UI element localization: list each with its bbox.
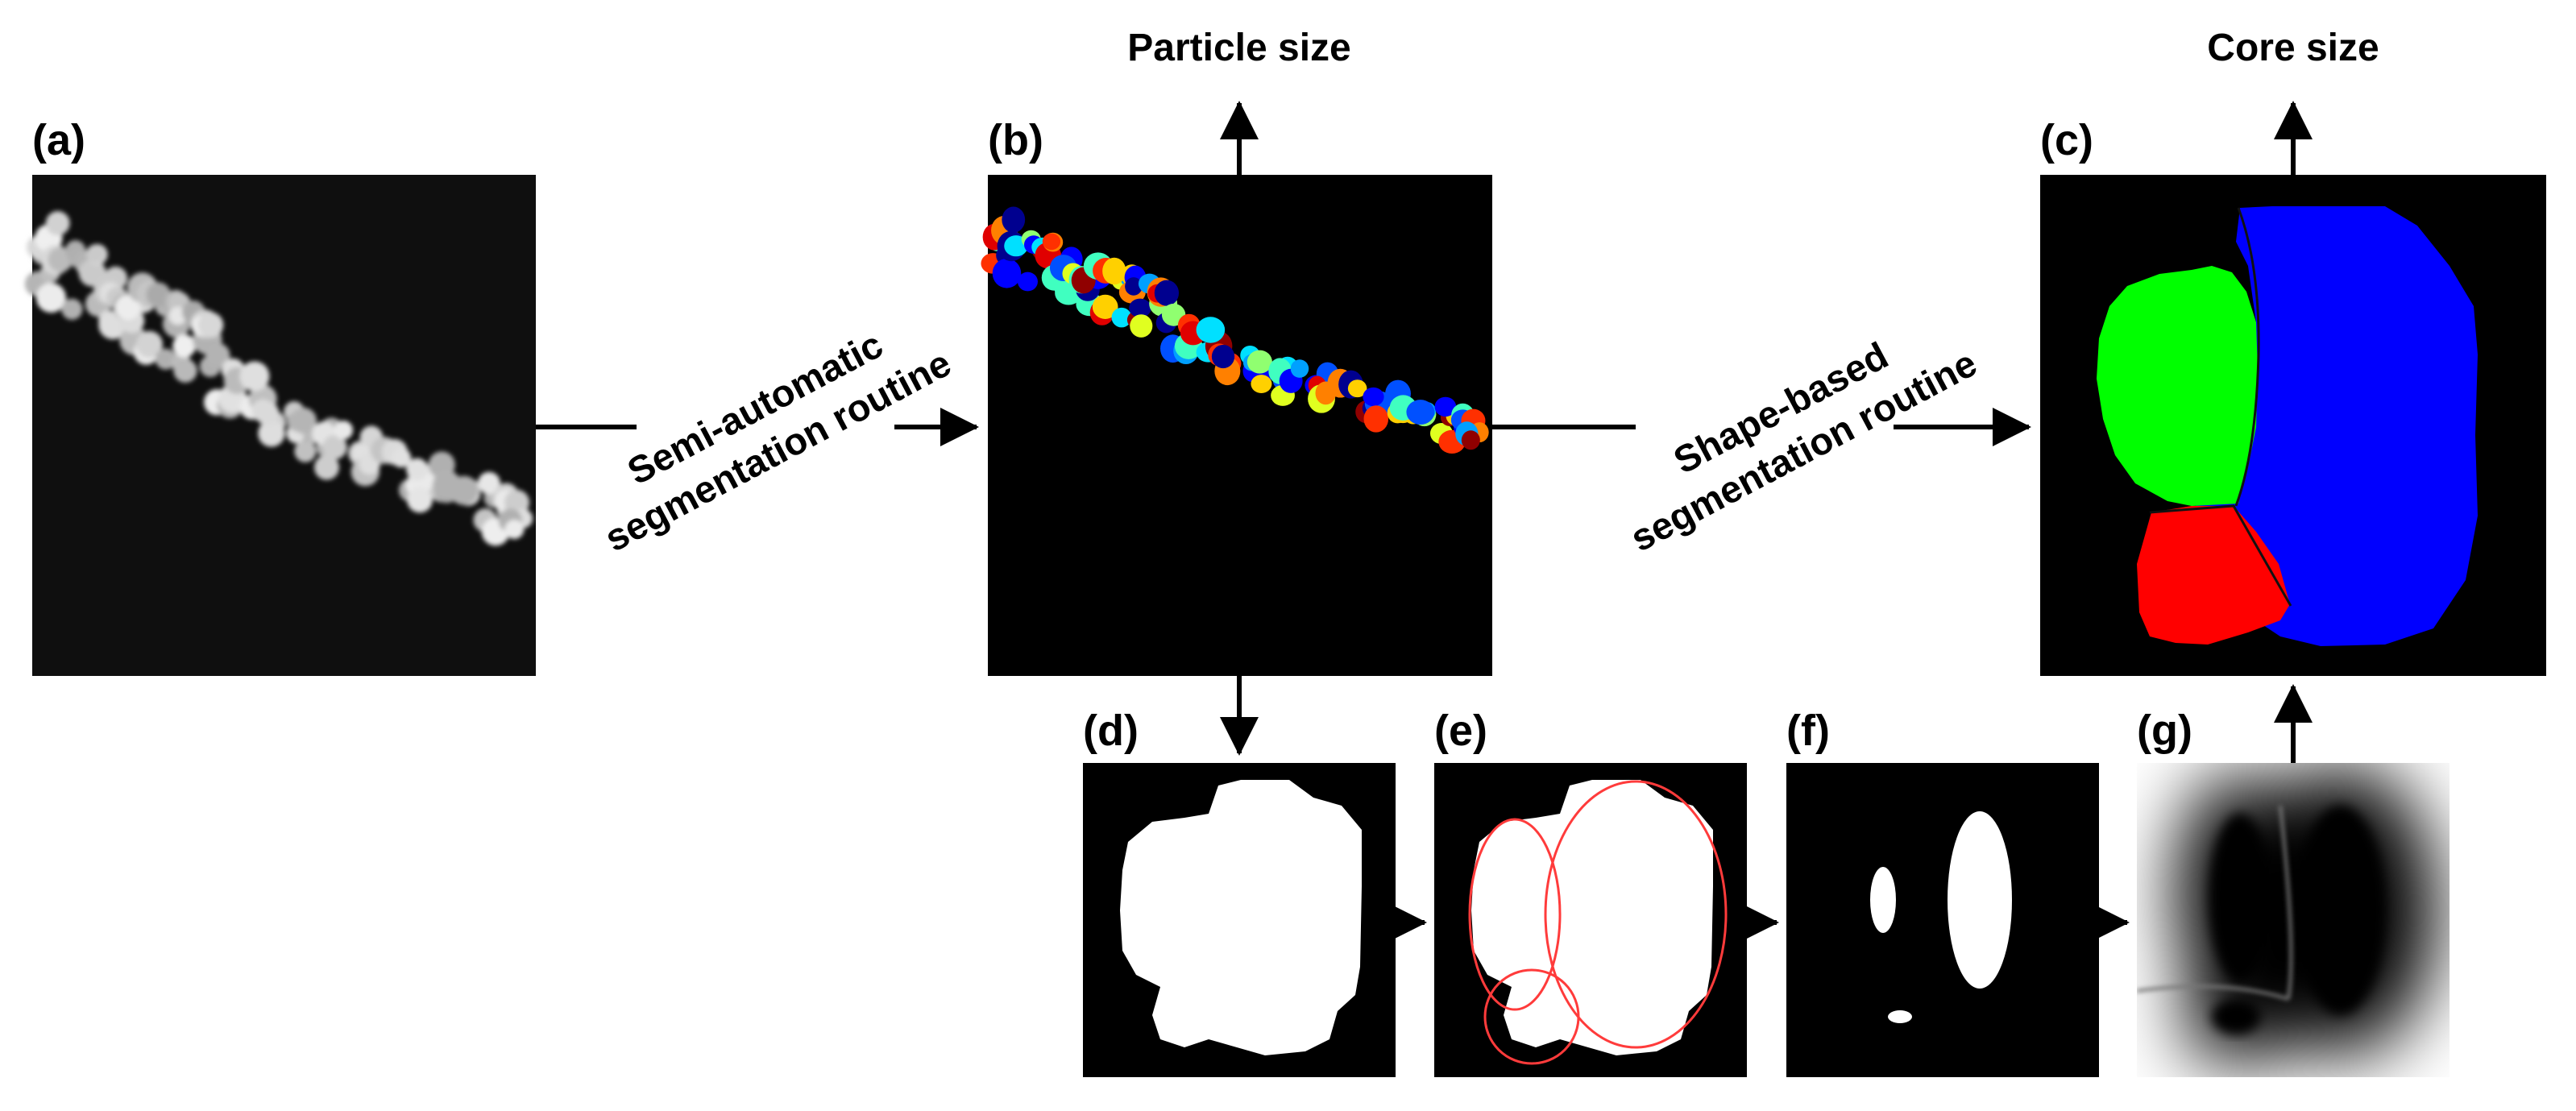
grayscale-particle <box>114 295 141 321</box>
panel-f-image <box>1786 763 2099 1077</box>
segmented-particle <box>1111 307 1132 328</box>
segmented-particle <box>1092 294 1118 319</box>
grayscale-particle <box>239 361 270 392</box>
grayscale-particle <box>255 401 280 425</box>
segmented-particle <box>1125 277 1143 296</box>
seed-bottom <box>1888 1010 1912 1023</box>
seed-large <box>1948 811 2012 989</box>
panel-g-image <box>2137 763 2449 1077</box>
segmented-particle <box>1154 280 1180 306</box>
seed-small <box>1870 867 1896 933</box>
panel-d-label: (d) <box>1083 707 1139 755</box>
segmented-particle <box>1130 314 1153 338</box>
segmented-particle <box>1211 344 1235 369</box>
panel-b-segmented-particles <box>981 206 1489 454</box>
grayscale-particle <box>86 244 106 263</box>
core-size-label: Core size <box>2207 27 2379 69</box>
panel-a: (a) <box>24 116 536 676</box>
core-region-boundaries <box>2149 207 2292 607</box>
panel-g-label: (g) <box>2137 707 2192 755</box>
grayscale-particle <box>407 487 433 513</box>
core-region-green <box>2097 266 2258 506</box>
panel-a-particles <box>24 211 533 546</box>
panel-b-image <box>988 175 1492 676</box>
fitted-ellipse-small <box>1468 818 1562 1011</box>
grayscale-particle <box>290 407 317 434</box>
panel-c-label: (c) <box>2040 116 2093 164</box>
grayscale-particle <box>146 282 171 307</box>
panel-f: (f) <box>1786 707 2099 1077</box>
segmented-particle <box>1251 375 1272 394</box>
segmented-particle <box>1461 430 1480 450</box>
panel-f-label: (f) <box>1786 707 1830 755</box>
segmented-particle <box>1290 359 1309 378</box>
segmented-particle <box>1363 405 1389 433</box>
grayscale-particle <box>478 471 500 495</box>
grayscale-particle <box>294 440 317 462</box>
segmented-particle <box>1406 400 1435 425</box>
panel-d: (d) <box>1083 707 1396 1077</box>
grayscale-particle <box>391 447 412 468</box>
core-region-red <box>2137 506 2290 645</box>
fitted-ellipse-large <box>1544 780 1728 1049</box>
segmented-particle <box>1102 257 1126 285</box>
grayscale-particle <box>334 421 354 440</box>
grayscale-particle <box>322 435 347 460</box>
panel-c: (c) <box>2040 116 2546 676</box>
grayscale-particle <box>504 520 525 540</box>
grayscale-particle <box>173 359 197 383</box>
core-region-blue <box>2192 206 2478 646</box>
particle-size-label: Particle size <box>1127 27 1351 69</box>
grayscale-particle <box>313 454 339 480</box>
segmented-particle <box>992 258 1022 288</box>
panel-b-label: (b) <box>988 116 1043 164</box>
segmented-particle <box>1347 379 1367 398</box>
flow-arrows <box>536 101 2313 942</box>
segmented-particle <box>1002 206 1026 233</box>
segmented-particle <box>1434 396 1457 417</box>
panel-d-mask <box>1120 780 1362 1055</box>
grayscale-particle <box>35 283 66 313</box>
segmented-particle <box>1363 387 1384 407</box>
panel-e-label: (e) <box>1434 707 1487 755</box>
grayscale-particle <box>155 348 176 370</box>
fitted-ellipse-bottom <box>1483 968 1580 1065</box>
grayscale-particle <box>205 342 230 368</box>
panel-g: (g) <box>2137 707 2449 1077</box>
segmented-particle <box>1042 233 1061 251</box>
grayscale-particle <box>135 330 163 358</box>
grayscale-particle <box>449 475 479 506</box>
grayscale-particle <box>61 298 83 320</box>
segmented-particle <box>1196 317 1226 343</box>
panel-b: (b) <box>981 116 1492 676</box>
segmented-particle <box>1017 272 1038 292</box>
grayscale-particle <box>172 334 197 358</box>
segmented-particle <box>1129 298 1151 318</box>
panel-a-label: (a) <box>32 116 85 164</box>
grayscale-particle <box>45 211 70 236</box>
grayscale-particle <box>197 312 224 338</box>
panel-e: (e) <box>1434 707 1747 1077</box>
grayscale-particle <box>258 420 285 447</box>
segmented-particle <box>1247 350 1272 374</box>
grayscale-particle <box>406 458 429 481</box>
